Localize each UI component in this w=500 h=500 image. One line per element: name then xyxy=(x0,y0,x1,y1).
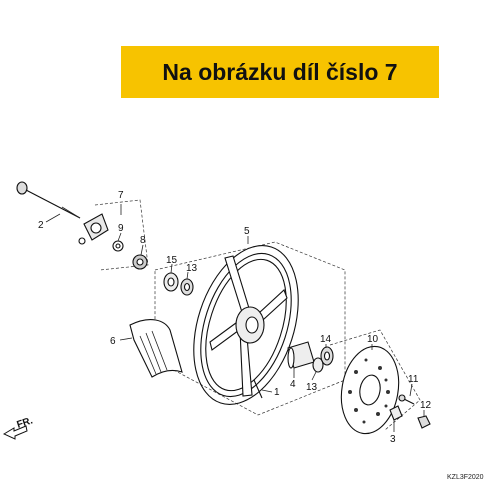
dust-seal xyxy=(163,272,179,292)
callout-4: 4 xyxy=(290,379,296,390)
callout-10: 10 xyxy=(367,334,379,345)
speedometer-gearbox xyxy=(78,213,109,245)
upper-assembly-outline xyxy=(94,199,149,271)
disc-bolt xyxy=(398,394,415,405)
dust-seal-right xyxy=(320,346,334,366)
drive-gear xyxy=(132,254,148,270)
bearing-left xyxy=(180,278,194,296)
callout-12: 12 xyxy=(420,400,432,411)
axle-nut xyxy=(417,415,431,429)
air-valve xyxy=(253,379,263,399)
callout-2: 2 xyxy=(38,220,44,231)
front-label: FR. xyxy=(16,415,35,431)
side-collar xyxy=(389,405,403,421)
callout-7: 7 xyxy=(118,190,124,201)
callout-9: 9 xyxy=(118,223,124,234)
callout-6: 6 xyxy=(110,336,116,347)
bearing-right xyxy=(312,357,324,373)
diagram-code: KZL3F2020 xyxy=(447,474,484,481)
disc-assembly-outline xyxy=(329,329,421,431)
callout-11: 11 xyxy=(408,374,419,385)
callout-5: 5 xyxy=(244,226,250,237)
axle-bolt xyxy=(16,181,81,219)
callout-13-right: 13 xyxy=(306,382,318,393)
title-banner: Na obrázku díl číslo 7 xyxy=(121,46,439,98)
front-wheel-rim xyxy=(193,245,299,405)
brake-disc xyxy=(340,345,400,435)
distance-collar xyxy=(287,341,315,369)
callout-15: 15 xyxy=(166,255,178,266)
callout-3: 3 xyxy=(390,434,396,445)
banner-text: Na obrázku díl číslo 7 xyxy=(162,58,398,85)
callout-13-left: 13 xyxy=(186,263,198,274)
callout-1: 1 xyxy=(274,387,280,398)
front-direction-arrow-icon xyxy=(2,425,28,440)
tire xyxy=(129,319,183,378)
callout-8: 8 xyxy=(140,235,146,246)
callout-14: 14 xyxy=(320,334,332,345)
